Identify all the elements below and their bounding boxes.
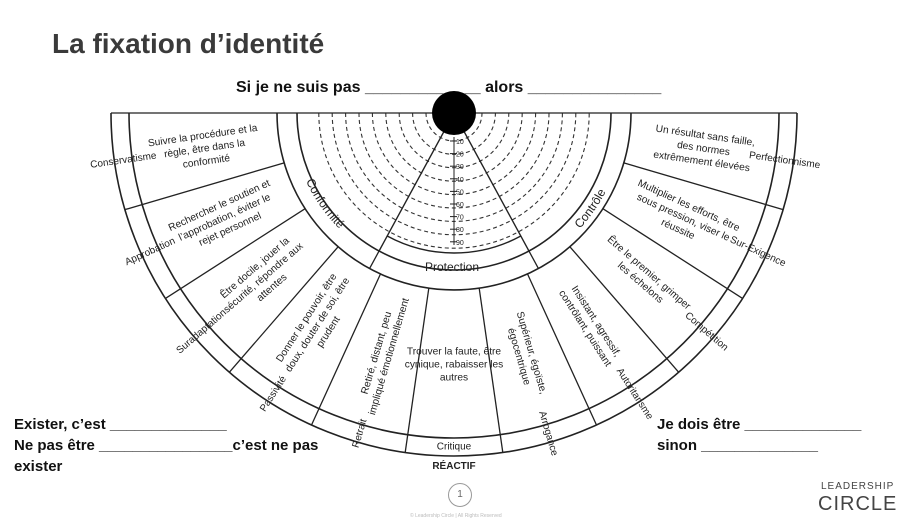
sector-divider: [602, 208, 743, 299]
protection-core-arc: [386, 235, 522, 254]
description-approbation: Rechercher le soutien etl’approbation, é…: [167, 178, 273, 249]
label-approbation: Approbation: [123, 236, 177, 268]
page-title: La fixation d’identité: [52, 28, 325, 59]
ring: [276, 112, 632, 291]
right-prompts: Je dois être ______________ sinon ______…: [657, 414, 861, 456]
scale-label: 50: [456, 189, 464, 196]
copyright: © Leadership Circle | All Rights Reserve…: [410, 513, 502, 519]
description-perfectionnisme: Un résultat sans faille,des normesextrêm…: [653, 124, 756, 175]
inner-divider: [368, 250, 380, 269]
left-prompts: Exister, c’est ______________ Ne pas êtr…: [14, 414, 318, 477]
logo-line1: LEADERSHIP: [821, 481, 895, 492]
description-line: Trouver la faute, être: [407, 347, 502, 358]
sector-divider: [124, 162, 285, 211]
inner-divider: [528, 250, 540, 269]
description-arrogance: Supérieur, égoïste,égocentrique: [505, 310, 548, 395]
protection-boundary-left: [378, 112, 455, 252]
sector-divider: [310, 273, 382, 426]
label-protection: Protection: [425, 260, 479, 274]
sector-divider: [228, 246, 339, 373]
label-reactif: RÉACTIF: [432, 459, 475, 472]
label-suradaptation: Suradaptation: [175, 307, 229, 356]
scale-label: 90: [456, 240, 464, 247]
protection-boundary-right: [453, 112, 530, 252]
description-line: cynique, rabaisser les: [405, 360, 504, 371]
page-number: 1: [448, 483, 472, 507]
ring: [296, 112, 612, 271]
label-critique: Critique: [437, 442, 472, 453]
wheel-hub: [432, 91, 476, 135]
prompt-sinon: sinon ______________: [657, 437, 818, 454]
label-conformite: Conformité: [303, 176, 347, 231]
scale-ring: [318, 112, 590, 249]
description-line: Être le premier, grimper: [605, 233, 694, 313]
scale-label: 20: [456, 152, 464, 159]
scale-label: 80: [456, 227, 464, 234]
sector-divider: [404, 288, 430, 453]
sector-divider: [569, 246, 680, 373]
label-arrogance: Arrogance: [536, 410, 560, 458]
scale-axis: 10 20 30 40 50 60 70 80 90: [450, 137, 464, 247]
label-conservatisme: Conservatisme: [90, 150, 158, 170]
prompt-je-dois-etre: Je dois être ______________: [657, 416, 862, 433]
prompt-exister: Exister, c’est ______________: [14, 416, 227, 433]
scale-label: 40: [456, 177, 464, 184]
logo-line2: CIRCLE: [818, 493, 898, 515]
description-critique: Trouver la faute, être cynique, rabaisser…: [405, 347, 504, 384]
label-perfectionnisme: Perfectionnisme: [748, 150, 821, 171]
ring: [110, 112, 798, 457]
label-passivite: Passivité: [258, 374, 289, 414]
sector-divider: [526, 273, 598, 426]
wheel-dividers: [124, 162, 784, 453]
scale-label: 10: [456, 139, 464, 146]
label-sur-exigence: Sur-Exigence: [728, 234, 788, 269]
description-line: autres: [440, 373, 468, 384]
sector-divider: [623, 162, 784, 211]
prompt-exister-end: exister: [14, 458, 63, 475]
sector-divider: [165, 208, 306, 299]
leadership-circle-logo: LEADERSHIP CIRCLE: [818, 481, 898, 515]
scale-label: 30: [456, 164, 464, 171]
ring: [128, 112, 780, 439]
sector-divider: [478, 288, 504, 453]
prompt-ne-pas-etre: Ne pas être ________________c’est ne pas: [14, 437, 319, 454]
scale-label: 60: [456, 202, 464, 209]
top-prompt: Si je ne suis pas _____________ alors __…: [236, 79, 662, 96]
wheel-rings: [110, 112, 798, 457]
scale-label: 70: [456, 215, 464, 222]
